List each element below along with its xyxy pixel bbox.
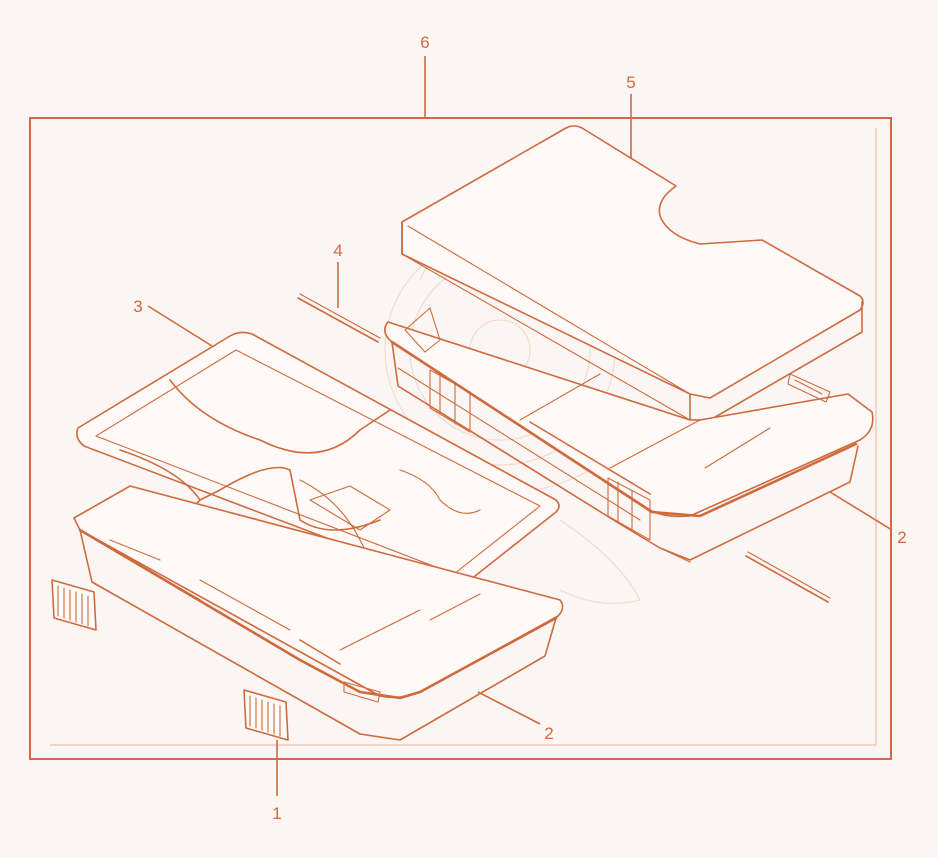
callout-4: 4 [333,241,342,260]
callout-2-right: 2 [897,528,906,547]
part-4-pin-upper [297,293,381,343]
leader-2-left [477,691,541,725]
part-2-left-tray [73,485,564,741]
callout-2-left: 2 [544,724,553,743]
callout-6: 6 [420,33,429,52]
frame-inner-shadow [50,128,877,746]
leader-2-right [829,491,893,531]
callout-5: 5 [626,73,635,92]
callout-3: 3 [133,297,142,316]
callout-1: 1 [272,804,281,823]
part-2-right-tray [384,307,874,563]
leader-3 [147,305,213,347]
part-1-latch-right [243,689,289,741]
part-1-latch-left [51,579,97,631]
assembly-frame [29,117,892,760]
part-4-pin-lower [745,551,831,603]
